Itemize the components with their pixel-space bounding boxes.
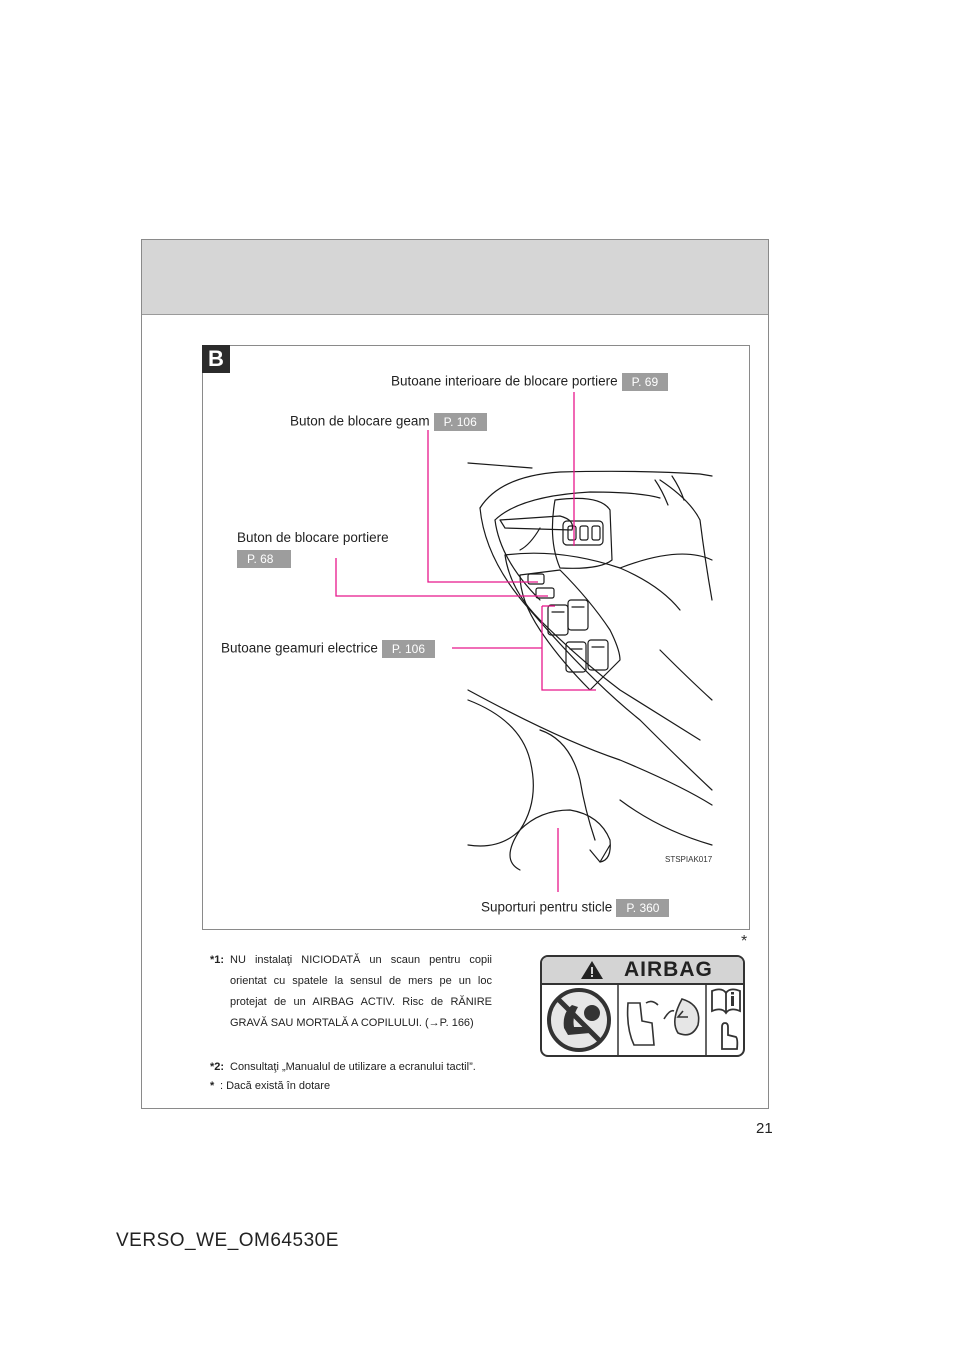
- callout-bottle-holders-page[interactable]: P. 360: [616, 899, 670, 917]
- note-2-mark: *2:: [210, 1061, 225, 1073]
- footnote-marker: *: [741, 933, 748, 950]
- note-1: *1: NU instalaţi NICIODATĂ un scaun pent…: [210, 950, 492, 1034]
- note-1-mark: *1:: [210, 954, 225, 966]
- page-frame: [141, 239, 769, 1109]
- warning-triangle-icon: [581, 961, 603, 979]
- manual-info-icon: [711, 988, 741, 1050]
- airbag-label-header: AIRBAG: [542, 957, 743, 985]
- callout-window-lock-label: Buton de blocare geam: [290, 413, 430, 429]
- callout-door-lock: Buton de blocare portiere: [237, 530, 389, 545]
- airbag-label-title: AIRBAG: [624, 958, 713, 981]
- callout-door-lock-label: Buton de blocare portiere: [237, 530, 389, 545]
- airbag-pictograms: [547, 983, 741, 1055]
- callout-interior-lock-label: Butoane interioare de blocare portiere: [391, 373, 618, 389]
- callout-door-lock-page[interactable]: P. 68: [237, 550, 291, 568]
- section-letter: B: [202, 345, 230, 373]
- note-2: *2: Consultaţi „Manualul de utilizare a …: [210, 1057, 476, 1078]
- callout-power-windows-page[interactable]: P. 106: [381, 640, 435, 658]
- callout-interior-lock-page[interactable]: P. 69: [621, 373, 669, 391]
- section-box: [202, 345, 750, 930]
- figure-code: STSPIAK017: [665, 855, 713, 864]
- airbag-warning-label: AIRBAG: [540, 955, 745, 1057]
- callout-window-lock-page[interactable]: P. 106: [433, 413, 487, 431]
- callout-power-windows-label: Butoane geamuri electrice: [221, 640, 378, 656]
- callout-bottle-holders-label: Suporturi pentru sticle: [481, 899, 613, 915]
- page-number: 21: [756, 1120, 773, 1137]
- note-3-mark: *: [210, 1080, 215, 1092]
- no-child-seat-icon: [547, 988, 611, 1052]
- note-3-text: : Dacă există în dotare: [220, 1080, 331, 1092]
- document-code: VERSO_WE_OM64530E: [116, 1230, 339, 1251]
- note-2-text: Consultaţi „Manualul de utilizare a ecra…: [230, 1061, 476, 1073]
- airbag-deploy-icon: [626, 998, 700, 1046]
- note-1-text: NU instalaţi NICIODATĂ un scaun pentru c…: [230, 954, 492, 1029]
- header-band: [142, 240, 768, 315]
- note-3: * : Dacă există în dotare: [210, 1076, 330, 1097]
